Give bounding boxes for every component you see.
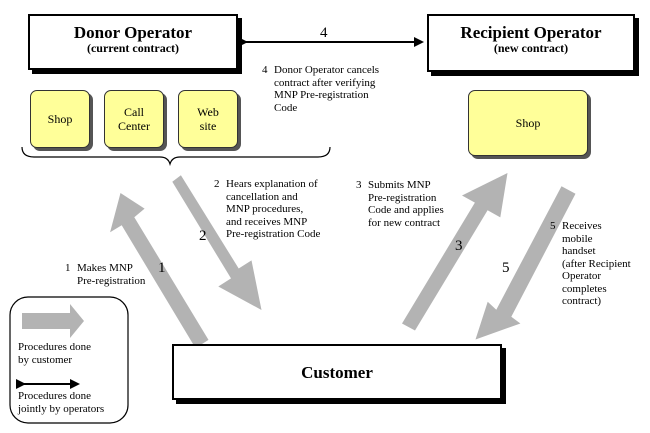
donor-shop-label: Shop: [47, 112, 73, 126]
step-2-number: 2: [199, 228, 207, 244]
recipient-shop-label: Shop: [515, 116, 541, 130]
web-site-box: Web site: [178, 90, 238, 148]
donor-operator-subtitle: (current contract): [86, 41, 180, 55]
step-1-number: 1: [158, 260, 166, 276]
recipient-operator-subtitle: (new contract): [493, 41, 569, 55]
step-3-number: 3: [455, 238, 463, 254]
call-center-box: Call Center: [104, 90, 164, 148]
web-site-label: Web site: [197, 105, 219, 133]
legend-operator-text: Procedures done jointly by operators: [18, 390, 105, 415]
recipient-operator-box: Recipient Operator (new contract): [427, 14, 635, 72]
recipient-shop-box: Shop: [468, 90, 588, 156]
legend-customer-arrow-sample: [22, 304, 84, 338]
arrow-step-5: [475, 186, 576, 340]
step-5-number: 5: [502, 260, 510, 276]
step-4-number: 4: [320, 25, 328, 41]
donor-outlets-brace: [21, 146, 331, 167]
legend-customer-text: Procedures done by customer: [18, 341, 92, 366]
donor-shop-box: Shop: [30, 90, 90, 148]
arrow-step-1: [110, 193, 209, 349]
call-center-label: Call Center: [118, 105, 150, 133]
customer-label: Customer: [301, 362, 373, 382]
customer-box: Customer: [172, 344, 502, 400]
donor-operator-box: Donor Operator (current contract): [28, 14, 238, 70]
arrow-step-3: [402, 173, 508, 331]
donor-operator-title: Donor Operator: [73, 23, 193, 42]
recipient-operator-title: Recipient Operator: [460, 23, 602, 42]
arrow-step-2: [172, 175, 262, 310]
